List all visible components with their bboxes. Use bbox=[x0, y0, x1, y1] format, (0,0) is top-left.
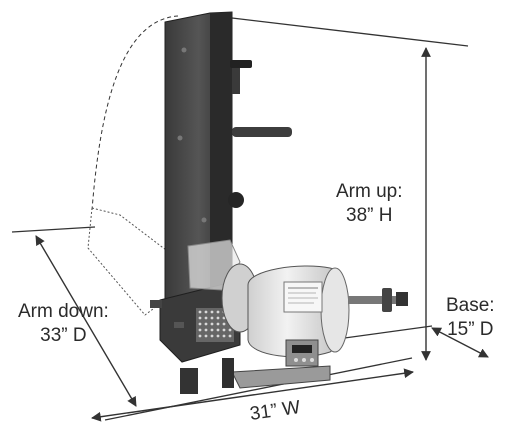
arm-bolt-2 bbox=[177, 135, 183, 141]
base-label: Base: 15” D bbox=[446, 294, 495, 342]
tension-knob-stem bbox=[232, 64, 240, 94]
motor-end-cap bbox=[320, 267, 350, 353]
base-label-line1: Base: bbox=[446, 295, 495, 316]
base-depth-arrow bbox=[431, 327, 489, 358]
spindle-collar bbox=[382, 288, 392, 312]
arm-down-label: Arm down: 33” D bbox=[18, 300, 109, 348]
rear-foot bbox=[180, 368, 198, 394]
tracking-knob bbox=[228, 192, 244, 208]
spindle-nut bbox=[396, 292, 408, 306]
machine-base bbox=[231, 365, 331, 389]
front-bracket bbox=[222, 358, 234, 388]
arm-up-label: Arm up: 38” H bbox=[336, 180, 403, 228]
arm-down-reference-line bbox=[11, 226, 96, 233]
arm-bolt-3 bbox=[201, 217, 207, 223]
tracking-handle bbox=[232, 127, 292, 137]
control-display bbox=[292, 345, 312, 353]
arm-swing-arc bbox=[91, 15, 179, 211]
arm-bolt-1 bbox=[181, 47, 187, 53]
control-button-1 bbox=[294, 358, 298, 362]
arm-up-label-line2: 38” H bbox=[346, 205, 393, 226]
tension-knob-cap bbox=[230, 60, 252, 68]
nameplate bbox=[283, 281, 323, 313]
control-button-2 bbox=[302, 358, 306, 362]
base-label-line2: 15” D bbox=[447, 319, 494, 340]
lower-latch bbox=[174, 322, 184, 328]
machine-illustration bbox=[150, 11, 408, 394]
side-latch bbox=[150, 300, 162, 308]
control-button-3 bbox=[310, 358, 314, 362]
spindle-shaft bbox=[348, 296, 398, 304]
arm-down-outline bbox=[87, 207, 167, 316]
width-arrow bbox=[91, 368, 414, 422]
top-reference-line bbox=[231, 17, 469, 47]
arm-up-label-line1: Arm up: bbox=[336, 181, 403, 202]
base-right-reference-line bbox=[329, 325, 433, 341]
belt-arm-side bbox=[210, 12, 232, 298]
arm-down-label-line2: 33” D bbox=[40, 325, 87, 346]
arm-down-label-line1: Arm down: bbox=[18, 301, 109, 322]
